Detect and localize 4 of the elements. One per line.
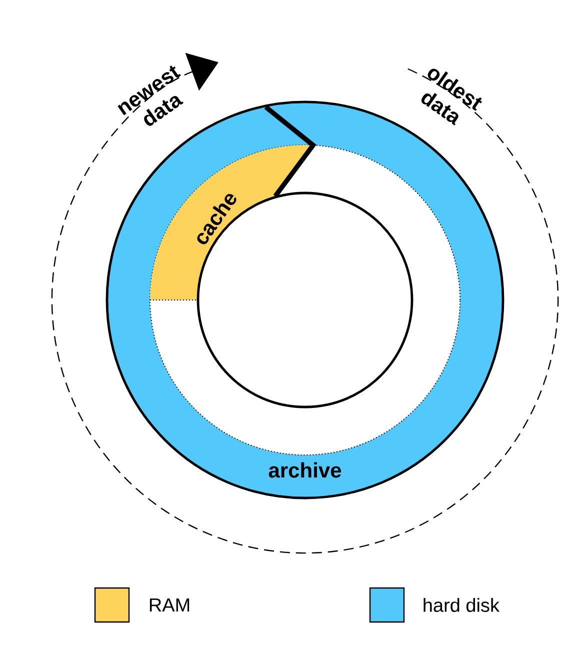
direction-arrow (52, 52, 558, 554)
inner-circle (196, 192, 414, 408)
legend-label: hard disk (424, 598, 500, 612)
legend-label: RAM (150, 598, 190, 612)
